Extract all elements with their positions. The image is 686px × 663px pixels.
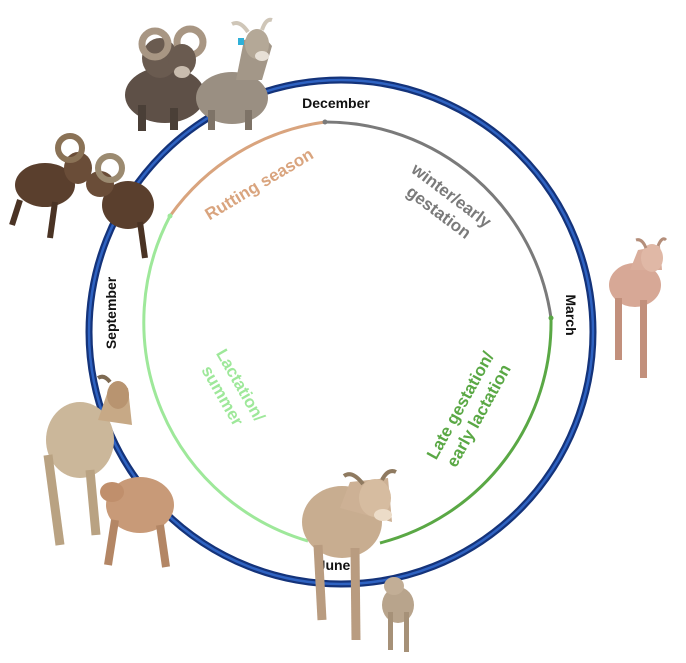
rutting-arc [168,120,326,217]
month-december: December [302,95,370,111]
arc-junction-dot [322,119,328,125]
late-gestation-arc [379,317,553,545]
month-march: March [563,294,579,335]
bighorn-ram-and-ewe-icon [125,17,273,131]
lactation-arc [142,215,309,543]
season-winter-label: winter/early gestation [403,159,495,243]
ewe-nursing-lamb-icon [43,374,174,568]
arc-junction-dot [548,315,554,321]
rams-butting-heads-icon [9,133,154,259]
season-lactation-label: Lactation/ summer [197,346,268,430]
season-rutting-label: Rutting season [202,145,317,225]
month-september: September [103,276,119,349]
arc-junction-dot [167,213,173,219]
month-june: June [318,557,351,573]
outer-ring [85,76,597,588]
ewe-in-spring-icon [609,237,668,378]
ewe-with-lamb-icon [302,469,414,652]
winter-arc [324,120,553,319]
season-late-gestation-label: Late gestation/ early lactation [423,348,515,470]
